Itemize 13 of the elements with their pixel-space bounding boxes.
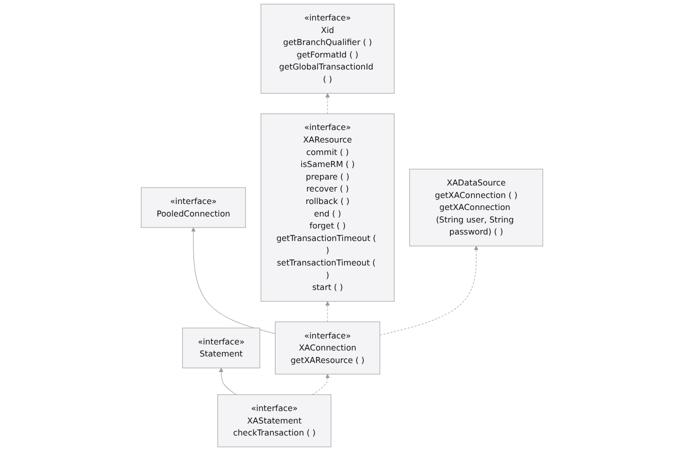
arrow <box>325 301 330 322</box>
arrow <box>218 368 236 395</box>
node-box: XADataSource getXAConnection ( ) getXAConnection (String user, String password) ( ) <box>409 168 544 246</box>
arrow <box>380 246 478 336</box>
node-box: «interface» XAResource commit ( ) isSameRM ( ) prepare ( ) recover ( ) rollback ( ) end ( ) forget ( ) getTransactionTimeout ( ) setTransactionTimeout ( ) start ( ) <box>260 114 394 302</box>
arrow <box>325 93 330 114</box>
node-box: «interface» Xid getBranchQualifier ( ) getFormatId ( ) getGlobalTransactionId ( ) <box>260 4 394 94</box>
node-box: «interface» PooledConnection <box>140 187 246 228</box>
node-box: «interface» XAStatement checkTransaction ( ) <box>217 394 332 448</box>
arrow <box>191 227 276 334</box>
node-box: «interface» Statement <box>182 328 260 368</box>
node-box: «interface» XAConnection getXAResource ( ) <box>274 322 380 374</box>
arrow <box>312 374 330 395</box>
